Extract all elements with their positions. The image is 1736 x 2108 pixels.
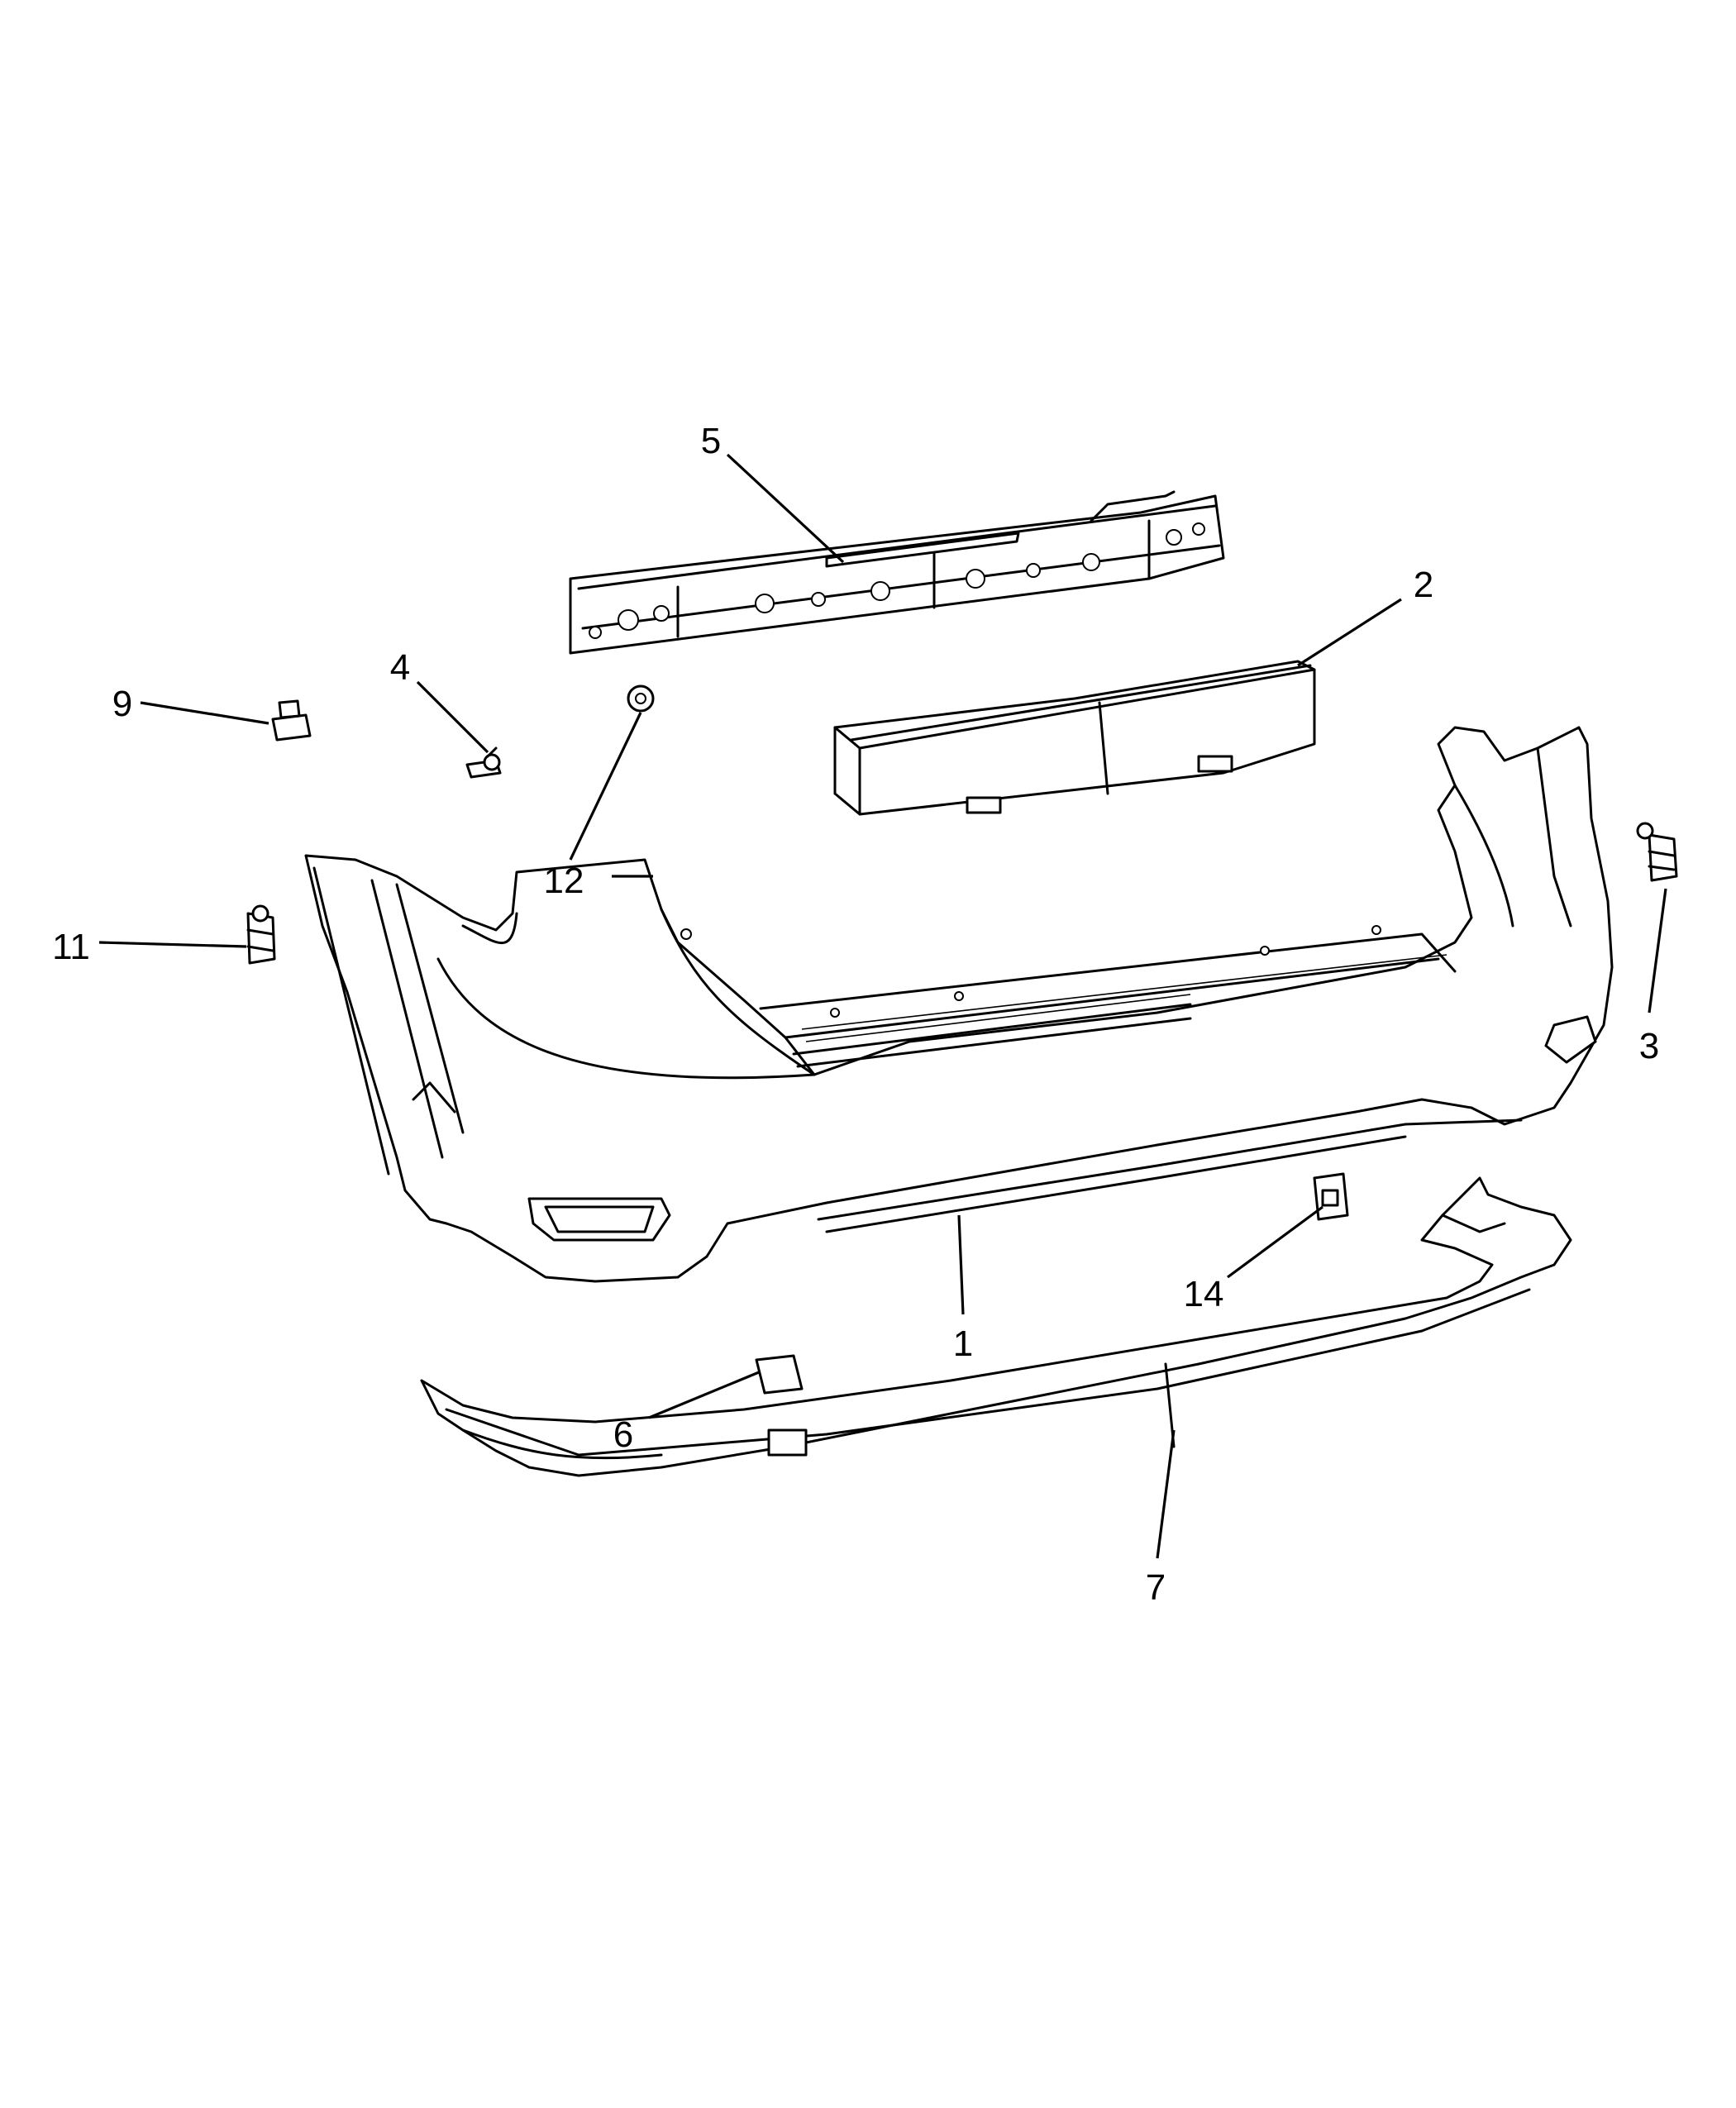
callout-9: 9	[112, 684, 132, 724]
part-7-lower-valance[interactable]	[420, 1176, 1572, 1477]
part-6-cover-cap[interactable]	[755, 1354, 804, 1395]
callout-1: 1	[953, 1323, 973, 1364]
callout-3: 3	[1639, 1026, 1659, 1066]
part-2-energy-absorber[interactable]	[833, 660, 1316, 816]
callout-14: 14	[1184, 1274, 1224, 1314]
callout-12: 12	[544, 861, 584, 901]
callout-2: 2	[1414, 565, 1433, 605]
part-1-bumper-fascia[interactable]	[304, 726, 1614, 1283]
callout-6: 6	[613, 1414, 633, 1455]
part-14-clip[interactable]	[1313, 1172, 1349, 1221]
part-5-reinforcement-beam[interactable]	[569, 490, 1225, 655]
leader-lines	[98, 453, 1667, 1559]
callout-5: 5	[701, 421, 721, 461]
part-11-push-retainer[interactable]	[246, 904, 276, 965]
part-12-nut[interactable]	[627, 684, 655, 713]
part-3-push-retainer[interactable]	[1636, 822, 1678, 882]
callout-11: 11	[52, 927, 90, 967]
callout-4: 4	[390, 647, 410, 688]
part-4-push-pin[interactable]	[465, 746, 502, 779]
part-9-clip[interactable]	[271, 699, 312, 742]
callout-7: 7	[1146, 1567, 1166, 1608]
